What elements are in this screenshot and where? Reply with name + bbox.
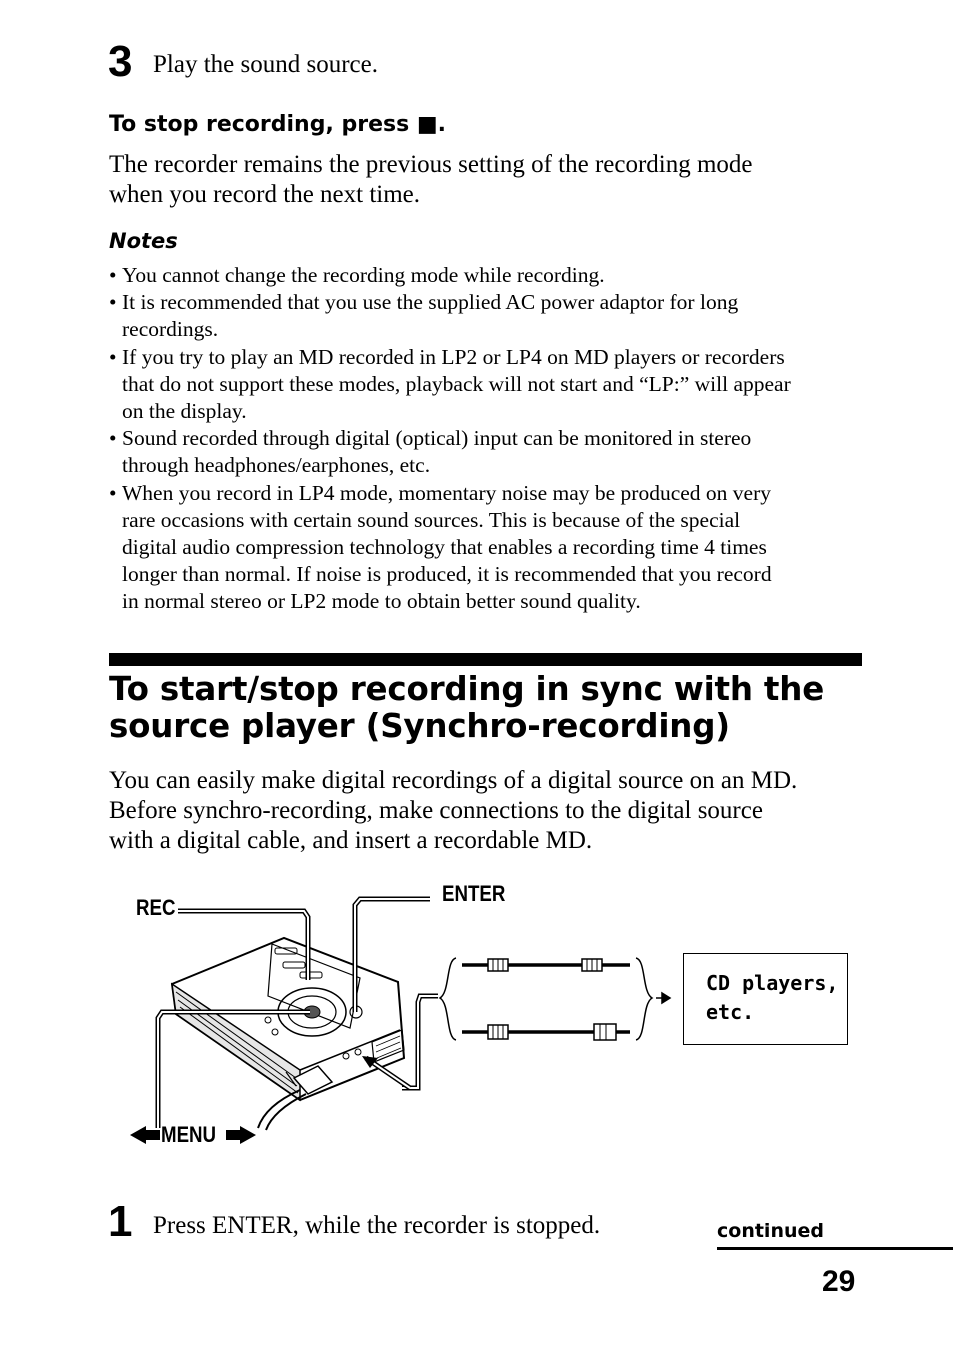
note-line: that do not support these modes, playbac…	[122, 371, 791, 396]
bullet: •	[109, 480, 117, 505]
menu-label: MENU	[161, 1122, 217, 1147]
stop-body-line-1: The recorder remains the previous settin…	[109, 151, 753, 178]
page-number: 29	[822, 1265, 856, 1298]
note-item: • You cannot change the recording mode w…	[109, 262, 869, 289]
section-title-line-1: To start/stop recording in sync with the	[109, 670, 825, 708]
note-line: If you try to play an MD recorded in LP2…	[122, 344, 785, 369]
stop-recording-heading: To stop recording, press ■.	[109, 112, 446, 137]
cd-line-2: etc.	[706, 1000, 755, 1024]
note-item: • It is recommended that you use the sup…	[109, 289, 869, 343]
note-item: • If you try to play an MD recorded in L…	[109, 344, 869, 426]
cd-line-1: CD players,	[706, 971, 839, 995]
stop-recording-body: The recorder remains the previous settin…	[109, 150, 753, 210]
note-line: through headphones/earphones, etc.	[122, 453, 431, 478]
bullet: •	[109, 344, 117, 369]
md-recorder-illustration	[170, 936, 406, 1131]
intro-line-1: You can easily make digital recordings o…	[109, 767, 798, 794]
notes-title: Notes	[109, 229, 178, 253]
step-3-text: Play the sound source.	[153, 51, 378, 78]
step-number-1: 1	[108, 1197, 133, 1246]
bullet: •	[109, 290, 117, 315]
arrow-left-icon	[130, 1126, 160, 1144]
bullet: •	[109, 426, 117, 451]
arrow-right-icon	[226, 1126, 256, 1144]
intro-line-2: Before synchro-recording, make connectio…	[109, 797, 763, 824]
rec-label: REC	[136, 895, 176, 920]
note-item: • Sound recorded through digital (optica…	[109, 425, 869, 479]
step-number-3: 3	[108, 37, 133, 86]
note-line: Sound recorded through digital (optical)…	[122, 426, 752, 451]
footer-rule	[717, 1247, 953, 1250]
callout-lines	[155, 896, 438, 1128]
section-title: To start/stop recording in sync with the…	[109, 671, 824, 745]
section-title-line-2: source player (Synchro-recording)	[109, 707, 730, 745]
stop-body-line-2: when you record the next time.	[109, 181, 421, 208]
digital-cable-illustration	[438, 957, 654, 1041]
note-line: digital audio compression technology tha…	[122, 535, 767, 560]
section-rule	[109, 653, 862, 666]
cd-players-text: CD players, etc.	[706, 969, 838, 1027]
intro-line-3: with a digital cable, and insert a recor…	[109, 827, 593, 854]
note-line: When you record in LP4 mode, momentary n…	[122, 480, 771, 505]
note-line: rare occasions with certain sound source…	[122, 507, 741, 532]
bullet: •	[109, 263, 117, 287]
cd-players-box: CD players, etc.	[683, 953, 848, 1045]
note-line: longer than normal. If noise is produced…	[122, 562, 772, 587]
note-line: in normal stereo or LP2 mode to obtain b…	[122, 589, 641, 614]
section-intro: You can easily make digital recordings o…	[109, 766, 797, 856]
continued-label: continued	[717, 1220, 824, 1242]
note-line: You cannot change the recording mode whi…	[122, 263, 605, 287]
arrow-right-icon	[656, 991, 672, 1005]
note-item: • When you record in LP4 mode, momentary…	[109, 480, 869, 616]
note-line: recordings.	[122, 317, 219, 342]
note-line: It is recommended that you use the suppl…	[122, 290, 739, 315]
notes-list: • You cannot change the recording mode w…	[109, 262, 869, 616]
step-1-text: Press ENTER, while the recorder is stopp…	[153, 1212, 601, 1239]
note-line: on the display.	[122, 399, 247, 424]
enter-label: ENTER	[442, 881, 506, 906]
